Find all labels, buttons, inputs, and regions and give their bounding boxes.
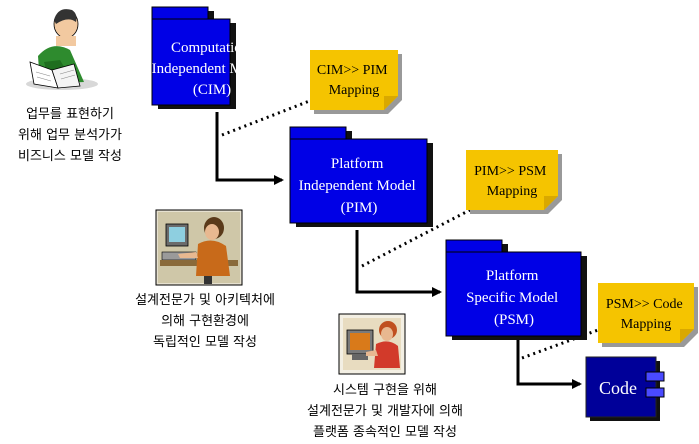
psm-description: 시스템 구현을 위해 설계전문가 및 개발자에 의해 플랫폼 종속적인 모델 작… bbox=[307, 383, 463, 440]
psm-to-code-arrow bbox=[516, 340, 582, 389]
package-psm: Platform Specific Model (PSM) bbox=[445, 239, 587, 340]
business-model-description: 업무를 표현하기 위해 업무 분석가가 비즈니스 모델 작성 bbox=[18, 107, 122, 164]
pim-description: 설계전문가 및 아키텍처에 의해 구현환경에 독립적인 모델 작성 bbox=[135, 293, 275, 350]
cim-pim-mapping-link bbox=[221, 98, 313, 137]
developer-at-monitor-icon bbox=[338, 313, 406, 375]
package-pim: Platform Independent Model (PIM) bbox=[289, 126, 433, 227]
business-analyst-reading-icon bbox=[26, 9, 98, 90]
note-pim-psm-mapping: PIM>> PSM Mapping bbox=[466, 150, 562, 214]
pim-psm-mapping-label: PIM>> PSM Mapping bbox=[474, 164, 550, 199]
package-cim: Computation Independent Model (CIM) bbox=[151, 6, 273, 109]
note-cim-pim-mapping: CIM>> PIM Mapping bbox=[310, 50, 402, 114]
architect-at-computer-icon bbox=[155, 209, 243, 286]
note-psm-code-mapping: PSM>> Code Mapping bbox=[598, 283, 698, 347]
component-port-bottom-icon bbox=[645, 387, 665, 398]
component-port-top-icon bbox=[645, 371, 665, 382]
cim-pim-mapping-label: CIM>> PIM Mapping bbox=[317, 63, 391, 98]
pim-label: Platform Independent Model (PIM) bbox=[299, 156, 420, 216]
pim-psm-mapping-link bbox=[361, 208, 471, 268]
cim-to-pim-arrow bbox=[215, 112, 284, 185]
psm-label: Platform Specific Model (PSM) bbox=[466, 268, 562, 328]
psm-code-mapping-label: PSM>> Code Mapping bbox=[606, 297, 686, 332]
flow-arrows bbox=[215, 112, 582, 389]
code-component: Code bbox=[585, 356, 665, 421]
pim-to-psm-arrow bbox=[355, 230, 442, 297]
code-label: Code bbox=[599, 378, 637, 398]
cim-label: Computation Independent Model (CIM) bbox=[152, 40, 273, 98]
